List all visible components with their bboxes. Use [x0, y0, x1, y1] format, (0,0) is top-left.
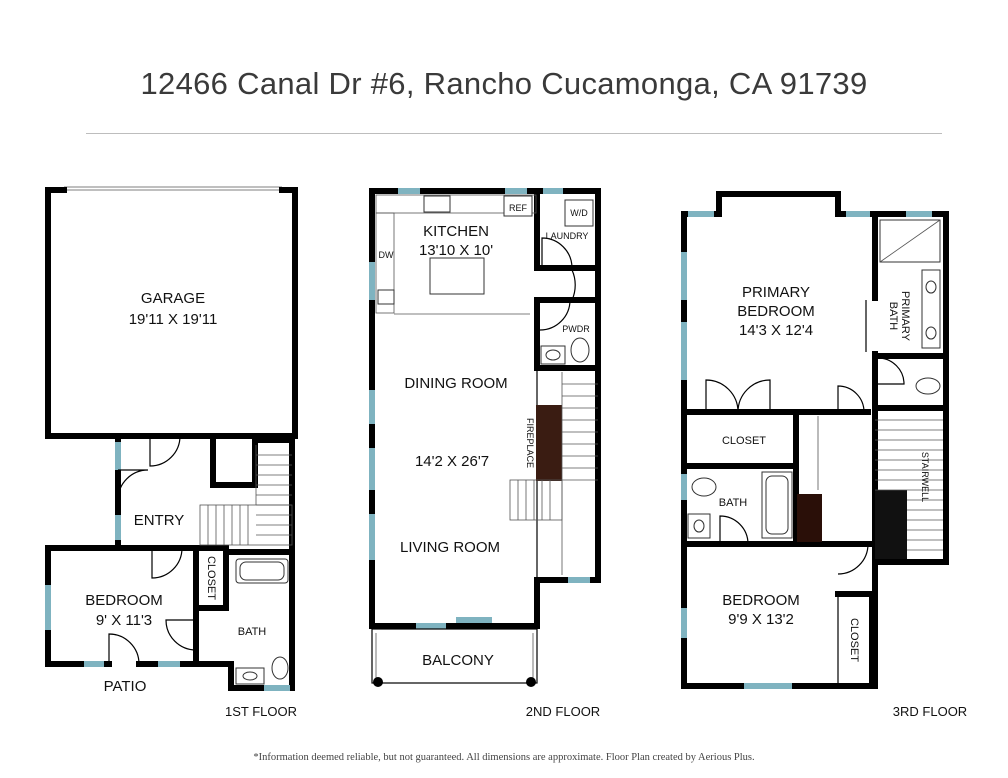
balcony-post-west: [373, 677, 383, 687]
primary-bedroom-label-2: BEDROOM: [737, 303, 815, 320]
stair-enclosure: [872, 405, 949, 565]
second-floor-plan: KITCHEN 13'10 X 10' REF W/D LAUNDRY DW P…: [369, 188, 601, 719]
garage-walls: [45, 187, 298, 439]
balcony-post-east: [526, 677, 536, 687]
stairwell-label: STAIRWELL: [920, 452, 930, 502]
third-bedroom-label: BEDROOM: [722, 592, 800, 609]
third-closet2-label: CLOSET: [848, 618, 860, 662]
balcony-outline: [371, 628, 538, 684]
bedroom-door-3: [837, 543, 869, 575]
third-bedroom-dims: 9'9 X 13'2: [728, 611, 794, 628]
second-floor-stairs: [509, 372, 598, 575]
patio-door: [108, 633, 140, 665]
hall-arch: [571, 269, 576, 301]
first-bedroom-dims: 9' X 11'3: [96, 612, 152, 629]
garage-entry-door: [149, 435, 181, 467]
shower-diagonal: [879, 219, 941, 263]
dw-label: DW: [379, 250, 394, 260]
living-dims: 14'2 X 26'7: [415, 453, 489, 470]
bath-walls: [193, 549, 295, 691]
pwdr-toilet: [570, 337, 590, 363]
entry-label: ENTRY: [134, 512, 185, 529]
closet-door-left: [705, 379, 739, 413]
first-bath-label: BATH: [238, 626, 267, 638]
primary-bedroom-dims: 14'3 X 12'4: [739, 322, 813, 339]
second-floor-label: 2ND FLOOR: [526, 704, 600, 719]
disclaimer: *Information deemed reliable, but not gu…: [253, 752, 755, 763]
bath-toilet-3: [691, 477, 717, 497]
kitchen-counter-west: [375, 212, 395, 314]
wd-label: W/D: [570, 208, 588, 218]
kitchen-island: [429, 257, 485, 295]
primary-toilet: [915, 377, 941, 395]
linen-cabinet: [797, 494, 822, 542]
vanity-sink-2: [925, 326, 937, 340]
closet2-walls: [835, 591, 875, 689]
balcony-label: BALCONY: [422, 652, 494, 669]
third-closet-label: CLOSET: [722, 435, 766, 447]
fireplace-label: FIREPLACE: [525, 418, 535, 468]
title-divider: [86, 133, 942, 134]
closet-door-right: [737, 379, 771, 413]
kitchen-dims: 13'10 X 10': [419, 242, 493, 259]
bedroom-door: [151, 547, 183, 579]
pwdr-door: [539, 299, 571, 331]
dining-label: DINING ROOM: [404, 375, 507, 392]
stair-walls: [210, 433, 295, 553]
primary-bedroom-label-1: PRIMARY: [742, 284, 810, 301]
bath-door: [165, 619, 197, 651]
closet-walls: [193, 545, 229, 611]
first-closet-label: CLOSET: [205, 556, 217, 600]
primary-bath-label-1: PRIMARY: [899, 291, 911, 342]
page-title: 12466 Canal Dr #6, Rancho Cucamonga, CA …: [140, 66, 868, 101]
first-bedroom-label: BEDROOM: [85, 592, 163, 609]
laundry-label: LAUNDRY: [546, 231, 589, 241]
stair-void: [875, 490, 907, 562]
primary-bath-label-2: BATH: [887, 302, 899, 331]
pwdr-sink: [545, 349, 561, 361]
ref-label: REF: [509, 203, 528, 213]
garage-label: GARAGE: [141, 290, 205, 307]
primary-bedroom-door: [837, 385, 865, 413]
bath-sink-3: [693, 519, 705, 533]
bathtub-basin: [239, 561, 285, 581]
first-floor-stairs: [199, 445, 293, 546]
vanity-sink-1: [925, 280, 937, 294]
toilet: [271, 656, 289, 680]
laundry-walls: [534, 188, 601, 271]
cooktop: [423, 195, 451, 213]
first-floor-plan: GARAGE 19'11 X 19'11 ENTRY BEDROOM 9' X …: [45, 186, 298, 719]
third-floor-stairs: [817, 416, 946, 561]
kitchen-sink: [377, 289, 395, 305]
primary-wc-door: [877, 357, 905, 385]
refrigerator: [503, 195, 533, 217]
kitchen-label: KITCHEN: [423, 223, 489, 240]
bath-door-3: [719, 515, 749, 545]
garage-dims: 19'11 X 19'11: [129, 311, 218, 328]
third-floor-plan: PRIMARY BEDROOM 14'3 X 12'4 PRIMARY BATH…: [681, 191, 967, 719]
kitchen-counter-north: [375, 194, 537, 214]
third-floor-label: 3RD FLOOR: [893, 704, 967, 719]
patio-label: PATIO: [104, 678, 147, 695]
front-door: [117, 469, 149, 501]
bath-tub-3-basin: [765, 475, 789, 535]
third-bath-label: BATH: [719, 497, 748, 509]
third-floor-exterior: [681, 191, 949, 689]
washer-dryer: [564, 199, 594, 227]
pwdr-label: PWDR: [562, 324, 590, 334]
living-label: LIVING ROOM: [400, 539, 500, 556]
fireplace: [536, 405, 562, 481]
sink: [242, 671, 258, 681]
first-floor-label: 1ST FLOOR: [225, 704, 297, 719]
laundry-door: [541, 237, 573, 269]
